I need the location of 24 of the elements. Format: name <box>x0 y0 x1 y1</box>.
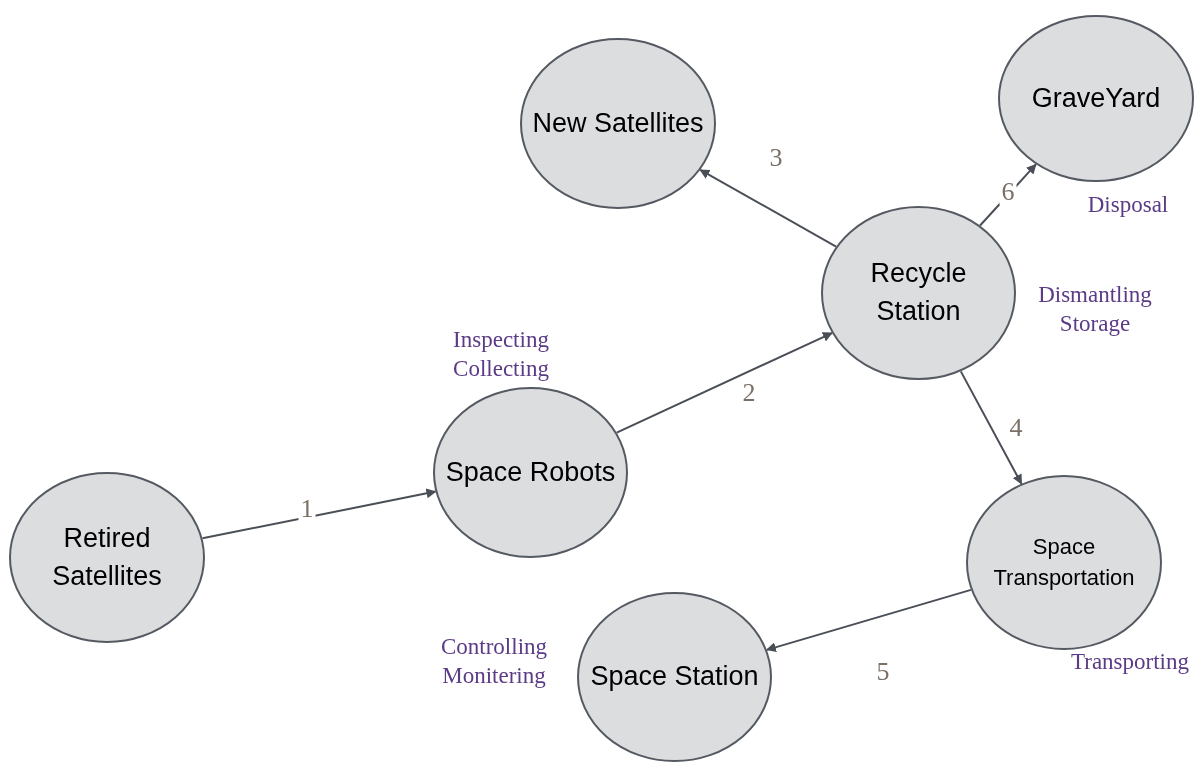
arrow <box>765 588 972 653</box>
ellipse-node <box>9 472 205 643</box>
node-label: Space Transportation <box>992 532 1136 592</box>
ellipse-node <box>821 206 1016 380</box>
node-label: Recycle Station <box>869 257 968 328</box>
ellipse-node <box>577 592 772 762</box>
ellipse-node <box>520 38 716 209</box>
node-label: GraveYard <box>1031 81 1161 115</box>
ellipse-node <box>966 475 1162 650</box>
node-caption: Disposal <box>1086 190 1170 219</box>
arrow <box>699 168 838 248</box>
node-caption: Dismantling Storage <box>1037 281 1153 338</box>
ellipse-node <box>998 15 1194 182</box>
arrow <box>615 332 833 434</box>
arrow <box>201 488 437 540</box>
node-caption: Controlling Monitering <box>439 633 549 690</box>
arrow <box>959 370 1023 485</box>
node-label: Retired Satellites <box>51 521 163 593</box>
ellipse-node <box>433 387 628 558</box>
node-caption: Transporting <box>1070 647 1190 676</box>
node-label: Space Station <box>590 660 759 694</box>
node-label: New Satellites <box>532 106 704 140</box>
node-label: Space Robots <box>445 455 616 489</box>
node-caption: Inspecting Collecting <box>452 326 550 383</box>
